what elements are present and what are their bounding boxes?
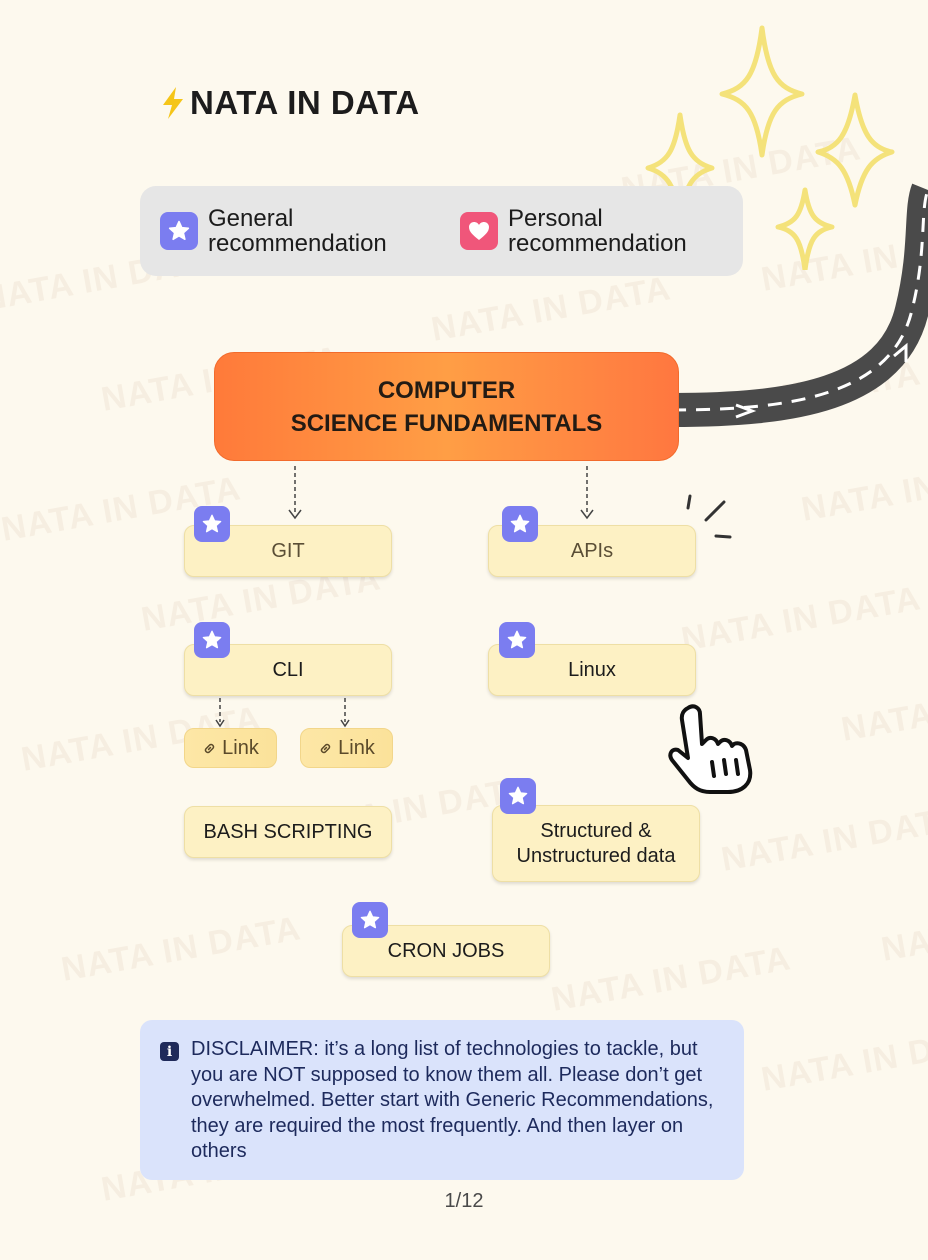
link-chain-icon (320, 743, 331, 753)
legend-personal-line1: Personal (508, 205, 603, 232)
watermark: NATA IN DATA (58, 909, 304, 989)
watermark: NATA IN DATA (758, 1019, 928, 1099)
node-apis: APIs (488, 525, 696, 577)
watermark: NATA IN DATA (718, 799, 928, 879)
brand-text: NATA IN DATA (190, 84, 420, 121)
lightning-bolt-icon (163, 87, 183, 119)
brand-title: NATA IN DATA (160, 84, 420, 122)
structured-line1: Structured & (540, 819, 652, 842)
watermark: NATA IN DATA (878, 889, 928, 969)
structured-line2: Unstructured data (516, 844, 676, 867)
sparkles-decoration (645, 25, 895, 270)
star-icon (352, 902, 388, 938)
burst-lines-decoration (686, 494, 732, 539)
road-path-decoration (672, 183, 928, 427)
watermark: NATA IN DATA (798, 449, 928, 529)
star-icon (194, 506, 230, 542)
star-icon (502, 506, 538, 542)
watermark: NATA IN DATA (838, 669, 928, 749)
legend-personal: Personal recommendation (460, 206, 687, 256)
link-label: Link (338, 736, 375, 759)
disclaimer-text: DISCLAIMER: it’s a long list of technolo… (191, 1038, 714, 1162)
link-button-2[interactable]: Link (300, 728, 393, 768)
link-chain-icon (204, 743, 215, 753)
node-structured-data: Structured & Unstructured data (492, 805, 700, 882)
star-icon (500, 778, 536, 814)
link-button-1[interactable]: Link (184, 728, 277, 768)
legend-general: General recommendation (160, 206, 387, 256)
star-icon (194, 622, 230, 658)
watermark: NATA IN DATA (548, 939, 794, 1019)
link-label: Link (222, 736, 259, 759)
node-cron-jobs: CRON JOBS (342, 925, 550, 977)
disclaimer-box: i DISCLAIMER: it’s a long list of techno… (140, 1020, 744, 1180)
info-icon: i (160, 1042, 179, 1061)
legend-personal-line2: recommendation (508, 230, 687, 257)
node-bash-scripting: BASH SCRIPTING (184, 806, 392, 858)
heart-icon (460, 212, 498, 250)
pointing-hand-icon (668, 704, 753, 794)
root-line2: SCIENCE FUNDAMENTALS (290, 409, 603, 437)
page-indicator: 1/12 (444, 1190, 484, 1212)
star-icon (160, 212, 198, 250)
legend-general-line2: recommendation (208, 230, 387, 257)
watermark: NATA IN DATA (428, 269, 674, 349)
star-icon (499, 622, 535, 658)
watermark: NATA IN DATA (678, 579, 924, 659)
root-line1: COMPUTER (377, 376, 516, 404)
legend-panel: General recommendation Personal recommen… (140, 186, 743, 276)
root-node-cs-fundamentals: COMPUTER SCIENCE FUNDAMENTALS (214, 352, 679, 461)
legend-general-line1: General (208, 205, 294, 232)
